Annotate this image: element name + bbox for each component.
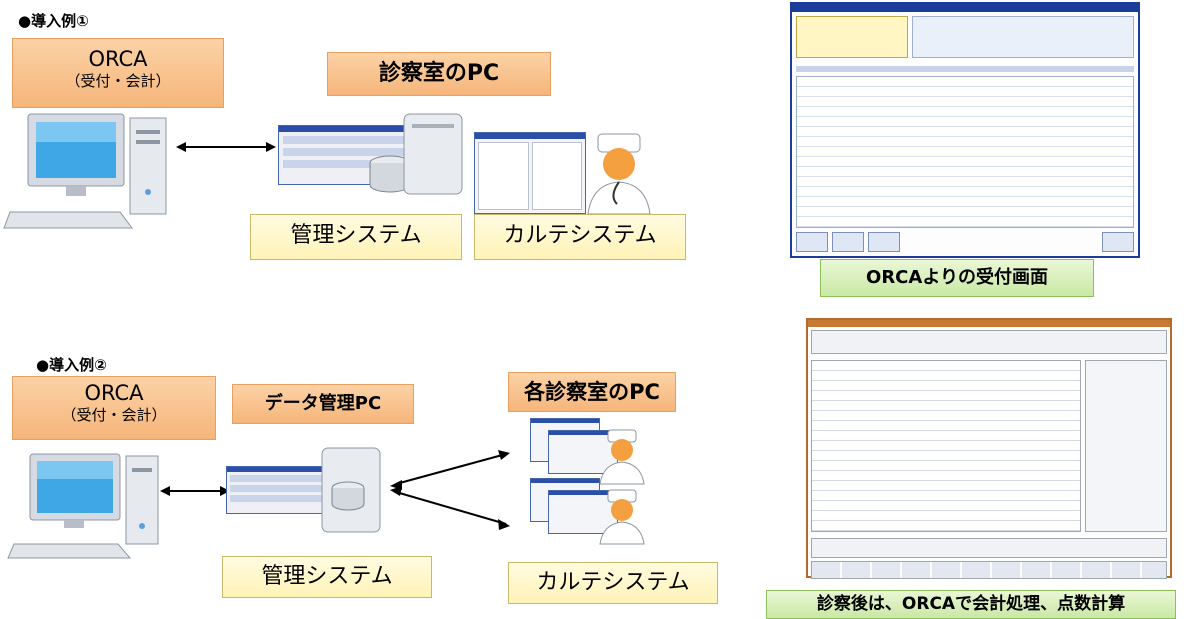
computer-icon-orca-2: [7, 453, 159, 559]
doctor-icon-2a: [599, 429, 645, 485]
arrows-to-exam-rooms: [390, 450, 510, 530]
management-system-label-1: 管理システム: [250, 214, 462, 260]
example1-heading: ●導入例①: [18, 12, 89, 30]
each-exam-room-pc-title: 各診察室のPC: [508, 372, 676, 412]
after-exam-caption: 診察後は、ORCAで会計処理、点数計算: [766, 590, 1176, 619]
orca-accounting-screenshot: [806, 318, 1172, 579]
orca-reception-screenshot: [790, 2, 1140, 258]
doctor-icon-1: [587, 133, 651, 215]
karte-window-2b: [548, 430, 618, 474]
management-window-2: [226, 466, 334, 514]
reception-screen-caption: ORCAよりの受付画面: [820, 259, 1094, 297]
example2-heading: ●導入例②: [36, 356, 107, 374]
server-icon-1: [403, 113, 463, 195]
karte-system-label-1: カルテシステム: [474, 214, 686, 260]
karte-window-1: [474, 132, 586, 214]
karte-window-2d: [548, 490, 618, 534]
bidirectional-arrow-1: [176, 142, 276, 152]
management-window-1: [278, 125, 428, 185]
exam-room-pc-title: 診察室のPC: [327, 52, 551, 96]
orca-title: ORCA: [84, 381, 144, 405]
orca-box-2: ORCA （受付・会計）: [12, 376, 216, 440]
karte-system-label-2: カルテシステム: [508, 562, 718, 604]
server-icon-2: [321, 447, 381, 533]
management-system-label-2: 管理システム: [222, 556, 432, 598]
bidirectional-arrow-2: [160, 486, 230, 496]
database-icon-1: [369, 155, 411, 193]
orca-subtitle: （受付・会計）: [65, 72, 171, 90]
orca-subtitle: （受付・会計）: [61, 406, 167, 424]
doctor-icon-2b: [599, 489, 645, 545]
orca-box-1: ORCA （受付・会計）: [12, 38, 224, 108]
orca-title: ORCA: [88, 47, 148, 71]
computer-icon-orca-1: [3, 113, 167, 229]
data-management-pc-title: データ管理PC: [232, 384, 414, 424]
